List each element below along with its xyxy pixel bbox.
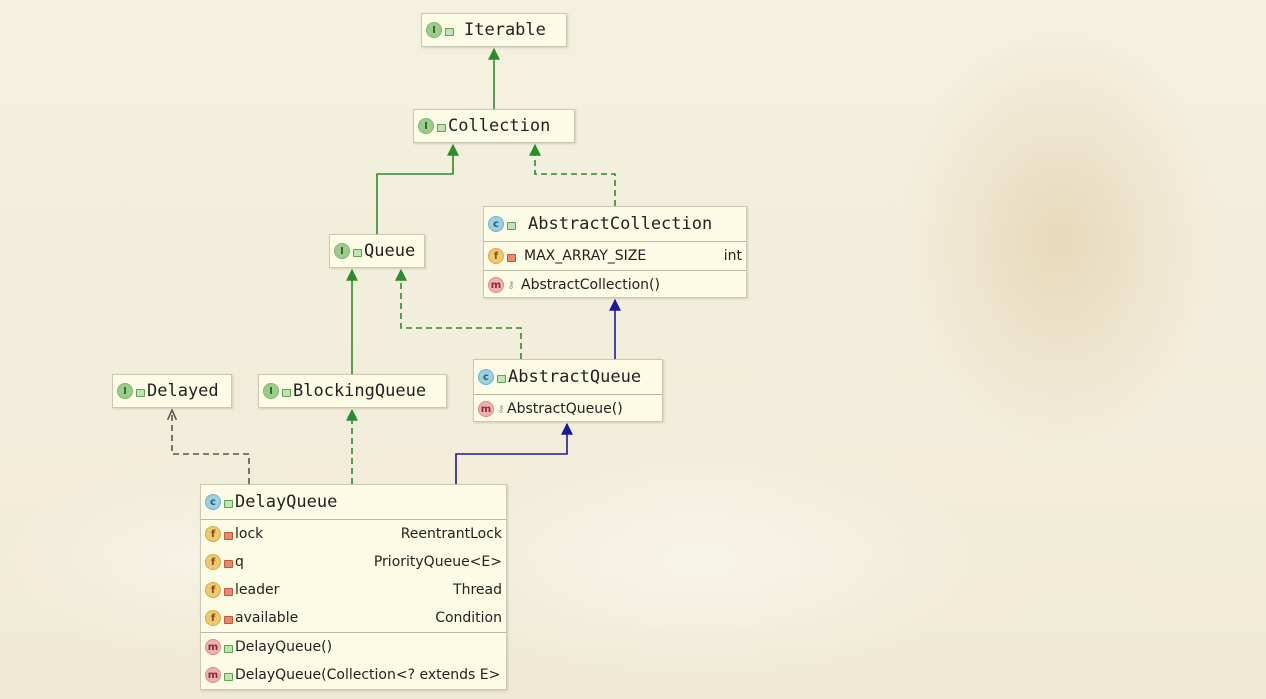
unlocked-visibility-icon <box>507 222 516 230</box>
field-type: PriorityQueue<E> <box>373 554 502 570</box>
unlocked-visibility-icon <box>224 673 233 681</box>
section-divider <box>201 632 506 633</box>
section-divider <box>484 270 746 271</box>
unlocked-visibility-icon <box>437 124 446 132</box>
method-name: DelayQueue(Collection<? extends E> <box>235 667 501 683</box>
edge-delay-queue-to-abstract-queue <box>455 422 573 484</box>
method-name: AbstractCollection() <box>521 277 660 293</box>
node-iterable[interactable]: I Iterable <box>421 13 567 47</box>
field-name: leader <box>235 582 280 598</box>
unlocked-visibility-icon <box>497 375 506 383</box>
node-blocking-queue[interactable]: I BlockingQueue <box>258 374 447 408</box>
interface-badge-icon: I <box>117 383 133 399</box>
unlocked-visibility-icon <box>224 645 233 653</box>
node-abstract-queue-title: AbstractQueue <box>508 367 642 387</box>
field-row-available[interactable]: f available Condition <box>201 604 506 632</box>
key-visibility-icon: ⚷ <box>507 279 515 291</box>
interface-badge-icon: I <box>334 243 350 259</box>
method-badge-icon: m <box>488 277 504 293</box>
node-abstract-collection-header: c AbstractCollection <box>484 207 746 241</box>
node-abstract-queue-header: c AbstractQueue <box>474 360 662 394</box>
method-row-abstract-queue[interactable]: m ⚷ AbstractQueue() <box>474 395 662 423</box>
node-collection[interactable]: I Collection <box>413 109 575 143</box>
node-delayed-title: Delayed <box>147 381 219 401</box>
edge-abstract-queue-to-queue <box>395 268 522 359</box>
interface-badge-icon: I <box>426 22 442 38</box>
section-divider <box>201 519 506 520</box>
node-abstract-collection[interactable]: c AbstractCollection f MAX_ARRAY_SIZE in… <box>483 206 747 298</box>
class-badge-icon: c <box>205 494 221 510</box>
node-delayed-header: I Delayed <box>113 375 231 407</box>
edge-queue-to-collection <box>376 143 459 234</box>
field-type: Condition <box>435 610 502 626</box>
field-type: Thread <box>453 582 502 598</box>
field-badge-icon: f <box>488 248 504 264</box>
field-row-leader[interactable]: f leader Thread <box>201 576 506 604</box>
node-delay-queue-header: c DelayQueue <box>201 485 506 519</box>
field-row-lock[interactable]: f lock ReentrantLock <box>201 520 506 548</box>
class-badge-icon: c <box>488 216 504 232</box>
edge-delay-queue-to-delayed <box>172 410 250 484</box>
node-collection-title: Collection <box>448 116 551 136</box>
field-name: MAX_ARRAY_SIZE <box>524 248 647 264</box>
node-iterable-title: Iterable <box>464 20 546 40</box>
field-badge-icon: f <box>205 526 221 542</box>
class-badge-icon: c <box>478 369 494 385</box>
method-badge-icon: m <box>205 639 221 655</box>
field-row-max-array-size[interactable]: f MAX_ARRAY_SIZE int <box>484 242 746 270</box>
node-collection-header: I Collection <box>414 110 574 142</box>
field-badge-icon: f <box>205 582 221 598</box>
field-name: lock <box>235 526 264 542</box>
field-type: int <box>723 248 742 264</box>
method-badge-icon: m <box>478 401 494 417</box>
method-badge-icon: m <box>205 667 221 683</box>
lock-visibility-icon <box>224 560 233 568</box>
node-blocking-queue-header: I BlockingQueue <box>259 375 446 407</box>
unlocked-visibility-icon <box>224 500 233 508</box>
node-queue-header: I Queue <box>330 235 424 267</box>
lock-visibility-icon <box>224 532 233 540</box>
lock-visibility-icon <box>507 254 516 262</box>
node-queue[interactable]: I Queue <box>329 234 425 268</box>
method-name: DelayQueue() <box>235 639 333 655</box>
node-delayed[interactable]: I Delayed <box>112 374 232 408</box>
unlocked-visibility-icon <box>445 28 454 36</box>
method-row-constructor-collection[interactable]: m DelayQueue(Collection<? extends E> <box>201 661 506 689</box>
lock-visibility-icon <box>224 616 233 624</box>
node-iterable-header: I Iterable <box>422 14 566 46</box>
method-row-abstract-collection[interactable]: m ⚷ AbstractCollection() <box>484 271 746 299</box>
node-abstract-queue[interactable]: c AbstractQueue m ⚷ AbstractQueue() <box>473 359 663 422</box>
node-queue-title: Queue <box>364 241 416 261</box>
field-badge-icon: f <box>205 610 221 626</box>
node-delay-queue-title: DelayQueue <box>235 492 338 512</box>
node-abstract-collection-title: AbstractCollection <box>528 214 713 234</box>
section-divider <box>474 394 662 395</box>
field-badge-icon: f <box>205 554 221 570</box>
field-name: available <box>235 610 299 626</box>
unlocked-visibility-icon <box>136 389 145 397</box>
node-blocking-queue-title: BlockingQueue <box>293 381 427 401</box>
method-row-constructor-default[interactable]: m DelayQueue() <box>201 633 506 661</box>
unlocked-visibility-icon <box>282 389 291 397</box>
field-name: q <box>235 554 244 570</box>
field-type: ReentrantLock <box>400 526 502 542</box>
unlocked-visibility-icon <box>353 249 362 257</box>
field-row-q[interactable]: f q PriorityQueue<E> <box>201 548 506 576</box>
lock-visibility-icon <box>224 588 233 596</box>
node-delay-queue[interactable]: c DelayQueue f lock ReentrantLock f q Pr… <box>200 484 507 690</box>
section-divider <box>484 241 746 242</box>
key-visibility-icon: ⚷ <box>497 403 505 415</box>
interface-badge-icon: I <box>418 118 434 134</box>
edge-abstract-collection-to-collection <box>529 143 616 206</box>
method-name: AbstractQueue() <box>507 401 623 417</box>
interface-badge-icon: I <box>263 383 279 399</box>
